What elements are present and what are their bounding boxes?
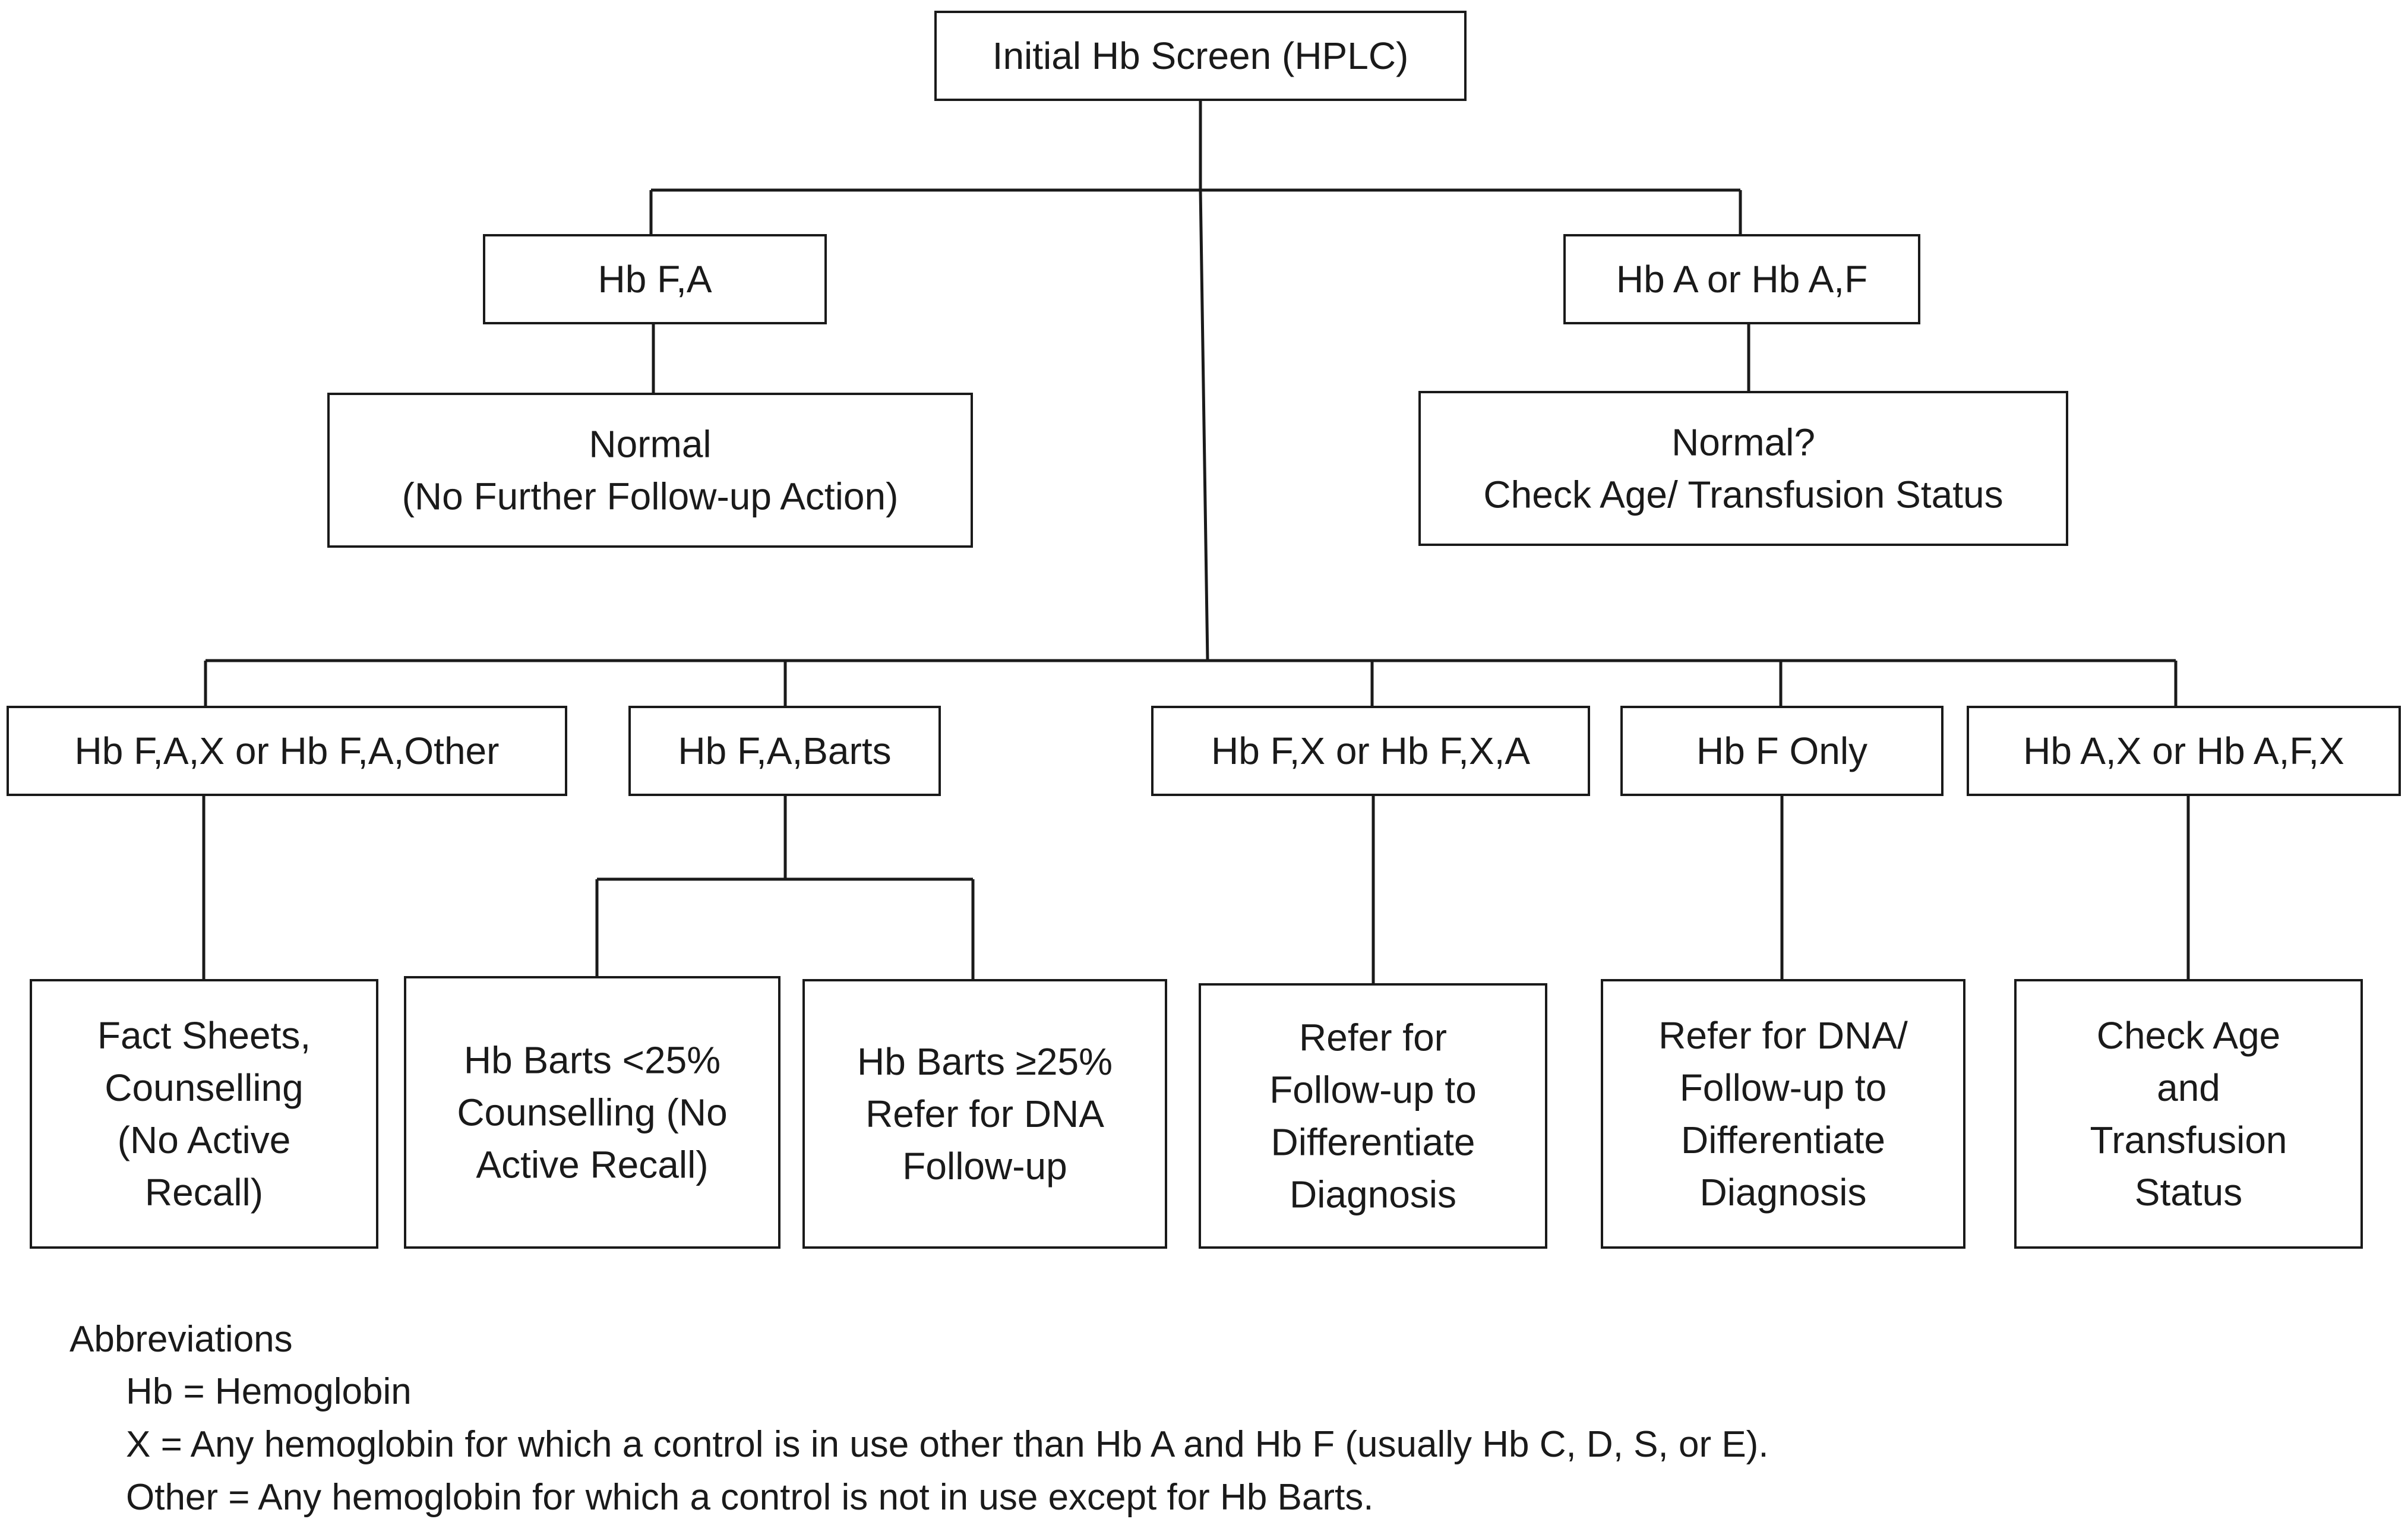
- box-outline: [404, 976, 780, 1249]
- abbreviation-other: Other = Any hemoglobin for which a contr…: [126, 1477, 1373, 1518]
- barts-over-25-box: Hb Barts ≥25% Refer for DNA Follow-up: [802, 979, 1167, 1249]
- hb-f-a-x-box: Hb F,A,X or Hb F,A,Other: [7, 706, 567, 796]
- box-outline: [1418, 391, 2068, 546]
- box-label-line: Normal?: [1671, 421, 1815, 464]
- normal-no-followup-box: Normal (No Further Follow-up Action): [327, 393, 973, 548]
- box-label-line: Refer for: [1299, 1016, 1447, 1059]
- box-label-line: Hb Barts <25%: [464, 1039, 720, 1082]
- hb-a-x-box: Hb A,X or Hb A,F,X: [1967, 706, 2401, 796]
- box-label-line: Differentiate: [1681, 1119, 1885, 1161]
- hb-a-or-a-f-box: Hb A or Hb A,F: [1563, 234, 1920, 324]
- box-label-line: Hb A or Hb A,F: [1616, 258, 1867, 301]
- box-outline: [327, 393, 973, 548]
- box-outline: [628, 706, 941, 796]
- hb-f-x-box: Hb F,X or Hb F,X,A: [1151, 706, 1590, 796]
- abbreviations-legend: Abbreviations Hb = Hemoglobin X = Any he…: [69, 1319, 1769, 1518]
- box-label-line: Refer for DNA: [865, 1092, 1104, 1135]
- box-label-line: Hb F,A,X or Hb F,A,Other: [75, 730, 500, 772]
- box-label-line: Initial Hb Screen (HPLC): [993, 34, 1409, 77]
- box-label-line: Check Age/ Transfusion Status: [1483, 473, 2003, 516]
- box-outline: [1620, 706, 1944, 796]
- box-label-line: Hb F Only: [1696, 730, 1867, 772]
- normal-check-age-box: Normal? Check Age/ Transfusion Status: [1418, 391, 2068, 546]
- box-label-line: (No Active: [118, 1119, 291, 1161]
- box-label-line: Active Recall): [476, 1144, 708, 1186]
- hb-f-only-box: Hb F Only: [1620, 706, 1944, 796]
- box-label-line: Normal: [589, 423, 711, 466]
- box-outline: [1199, 983, 1547, 1249]
- box-outline: [7, 706, 567, 796]
- abbreviation-x: X = Any hemoglobin for which a control i…: [126, 1424, 1769, 1465]
- box-outline: [2014, 979, 2363, 1249]
- box-label-line: Fact Sheets,: [97, 1014, 311, 1057]
- box-outline: [30, 979, 378, 1249]
- box-outline: [1151, 706, 1590, 796]
- box-outline: [934, 11, 1467, 101]
- connector-line: [1199, 190, 1209, 661]
- box-label-line: Hb F,A,Barts: [678, 730, 891, 772]
- box-label-line: Differentiate: [1271, 1121, 1475, 1164]
- box-label-line: Counselling (No: [457, 1091, 727, 1134]
- box-label-line: Hb F,A: [598, 258, 712, 301]
- box-label-line: Counselling: [105, 1066, 303, 1109]
- box-label-line: Follow-up to: [1680, 1066, 1887, 1109]
- box-label-line: Follow-up to: [1269, 1069, 1477, 1111]
- box-label-line: Check Age: [2097, 1014, 2281, 1057]
- box-outline: [1601, 979, 1965, 1249]
- box-label-line: Hb Barts ≥25%: [857, 1040, 1113, 1083]
- box-label-line: Recall): [145, 1171, 263, 1214]
- box-label-line: (No Further Follow-up Action): [402, 475, 899, 518]
- refer-dna-box: Refer for DNA/Follow-up to DifferentiateD…: [1601, 979, 1965, 1249]
- box-outline: [802, 979, 1167, 1249]
- box-label-line: Diagnosis: [1290, 1173, 1456, 1216]
- box-label-line: Transfusion: [2090, 1119, 2287, 1161]
- box-label-line: Diagnosis: [1699, 1171, 1866, 1214]
- hb-f-a-box: Hb F,A: [483, 234, 827, 324]
- box-label-line: Hb F,X or Hb F,X,A: [1211, 730, 1530, 772]
- box-outline: [1967, 706, 2401, 796]
- box-label-line: Status: [2135, 1171, 2242, 1214]
- connector-lines: [202, 100, 2190, 984]
- abbreviation-hb: Hb = Hemoglobin: [126, 1371, 412, 1412]
- box-label-line: Hb A,X or Hb A,F,X: [2023, 730, 2344, 772]
- box-outline: [483, 234, 827, 324]
- box-label-line: Follow-up: [902, 1145, 1067, 1188]
- box-label-line: Refer for DNA/: [1658, 1014, 1908, 1057]
- hb-f-a-barts-box: Hb F,A,Barts: [628, 706, 941, 796]
- abbreviations-heading: Abbreviations: [69, 1319, 293, 1360]
- flowchart-boxes: Initial Hb Screen (HPLC) Hb F,A Hb A or Hb…: [7, 11, 2401, 1249]
- box-label-line: and: [2157, 1066, 2220, 1109]
- box-outline: [1563, 234, 1920, 324]
- initial-hb-screen-box: Initial Hb Screen (HPLC): [934, 11, 1467, 101]
